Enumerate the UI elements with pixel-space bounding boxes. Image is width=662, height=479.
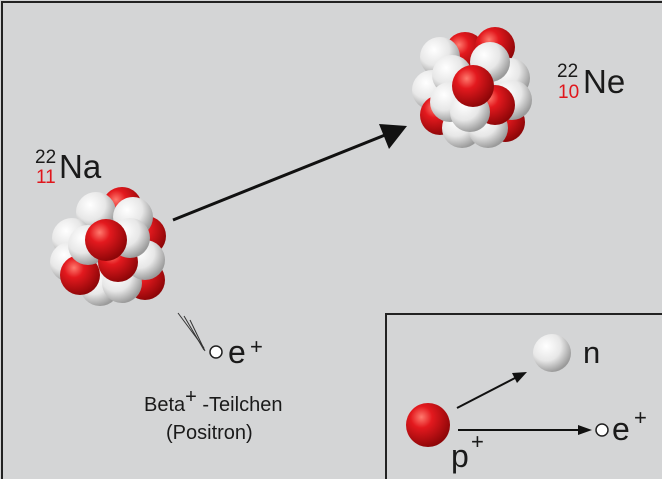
positron-charge: + [250,334,263,359]
caption-beta-sup: + [185,386,197,408]
inset-positron-label: e [612,411,630,447]
neon-symbol: Ne [583,63,626,100]
inset-positron-charge: + [634,405,647,430]
caption-teilchen: -Teilchen [196,394,283,416]
inset-panel [385,313,662,479]
inset-proton [406,403,450,447]
decay-arrow [172,124,407,222]
sodium-atomic-number: 11 [36,167,56,188]
inset-proton-label: p [451,438,469,474]
positron-symbol: e [228,334,246,370]
positron-dot [209,345,223,359]
neon-nucleus [412,27,532,148]
inset-proton-charge: + [471,429,484,454]
sodium-symbol: Na [59,148,102,185]
sodium-nucleus [50,187,166,306]
caption-beta: Beta [144,394,186,416]
caption-line-2: (Positron) [166,422,253,444]
positron-motion-lines [177,312,206,352]
neon-mass-number: 22 [557,61,579,82]
inset-arrow-to-positron [458,425,592,435]
inset-positron-dot [595,423,609,437]
sodium-mass-number: 22 [35,147,57,168]
caption-line-1: Beta+ -Teilchen [144,387,283,416]
neon-atomic-number: 10 [558,82,580,103]
inset-neutron-label: n [583,335,601,370]
inset-arrow-to-neutron [456,372,527,409]
inset-neutron [533,334,571,372]
